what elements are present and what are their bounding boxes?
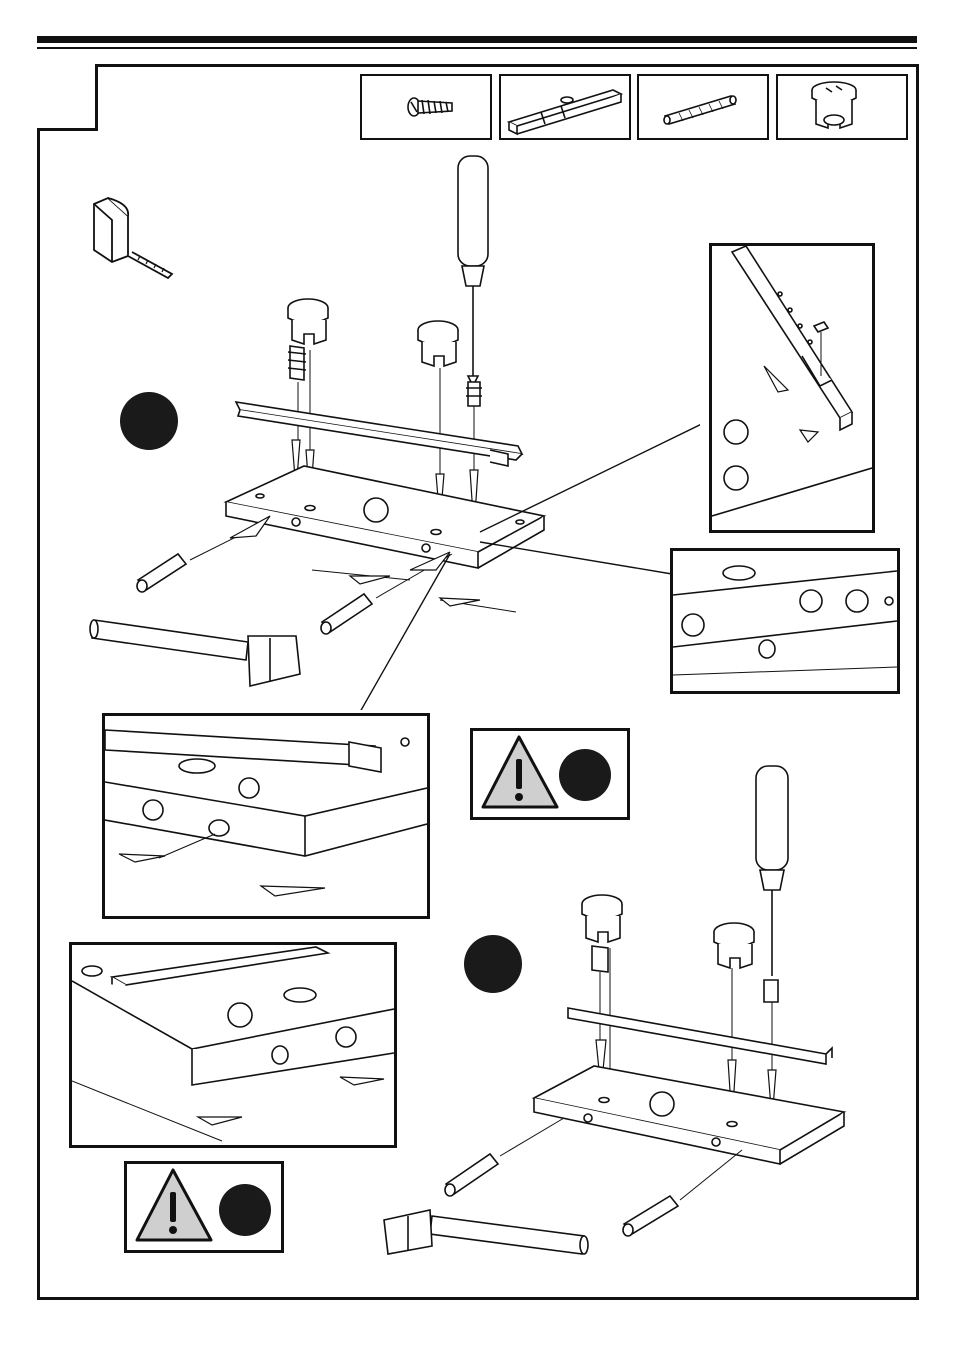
upper-assembly-drawing [89, 155, 700, 710]
cam-lock-lower-left [581, 894, 623, 973]
warning-box-upper [470, 728, 630, 820]
screw-upper-right [466, 381, 482, 407]
step-marker-upper [120, 392, 178, 450]
inset-dowel-detail-upper [102, 713, 430, 919]
warning-marker [559, 749, 611, 801]
screwdriver-icon [755, 765, 789, 976]
part-box-cam-lock [776, 74, 908, 140]
wooden-dowel-lower-right [622, 1194, 680, 1237]
cam-lock-icon [811, 81, 857, 130]
warning-triangle-icon [481, 735, 559, 809]
inset-rail-detail [709, 243, 875, 533]
header-rule-thick [37, 36, 917, 43]
side-panel-lower [531, 1065, 847, 1165]
inset-dowel-detail-lower [69, 942, 397, 1148]
cam-lock-lower-right [713, 922, 779, 1003]
hammer-icon [383, 1209, 589, 1255]
cam-lock-upper-right [417, 320, 459, 368]
instruction-frame [37, 64, 919, 1300]
part-box-screw [360, 74, 492, 140]
side-panel-upper [223, 465, 547, 569]
warning-marker [219, 1184, 271, 1236]
cam-lock-upper-left [287, 298, 329, 346]
header-rule-thin [37, 47, 917, 49]
wooden-dowel-left [136, 552, 188, 593]
tape-measure-icon [93, 196, 174, 280]
hammer-icon [89, 619, 301, 688]
part-box-wooden-dowel [637, 74, 769, 140]
warning-triangle-icon [135, 1168, 213, 1242]
drawer-rail-lower [567, 1007, 833, 1065]
wooden-dowel-icon [663, 95, 737, 125]
wooden-dowel-lower-left [444, 1152, 500, 1197]
screwdriver-icon [457, 155, 489, 388]
step-marker-lower [464, 935, 522, 993]
screw-upper-left [287, 345, 307, 381]
drawer-rail-icon [506, 89, 624, 136]
part-box-drawer-rail [499, 74, 631, 140]
warning-box-lower [124, 1161, 284, 1253]
wooden-dowel-right [320, 592, 374, 635]
drawer-rail-upper [234, 400, 524, 467]
screw-icon [407, 97, 453, 117]
step-number-box [37, 64, 98, 131]
lower-assembly-drawing [383, 765, 847, 1255]
inset-board-detail-right [670, 548, 900, 694]
